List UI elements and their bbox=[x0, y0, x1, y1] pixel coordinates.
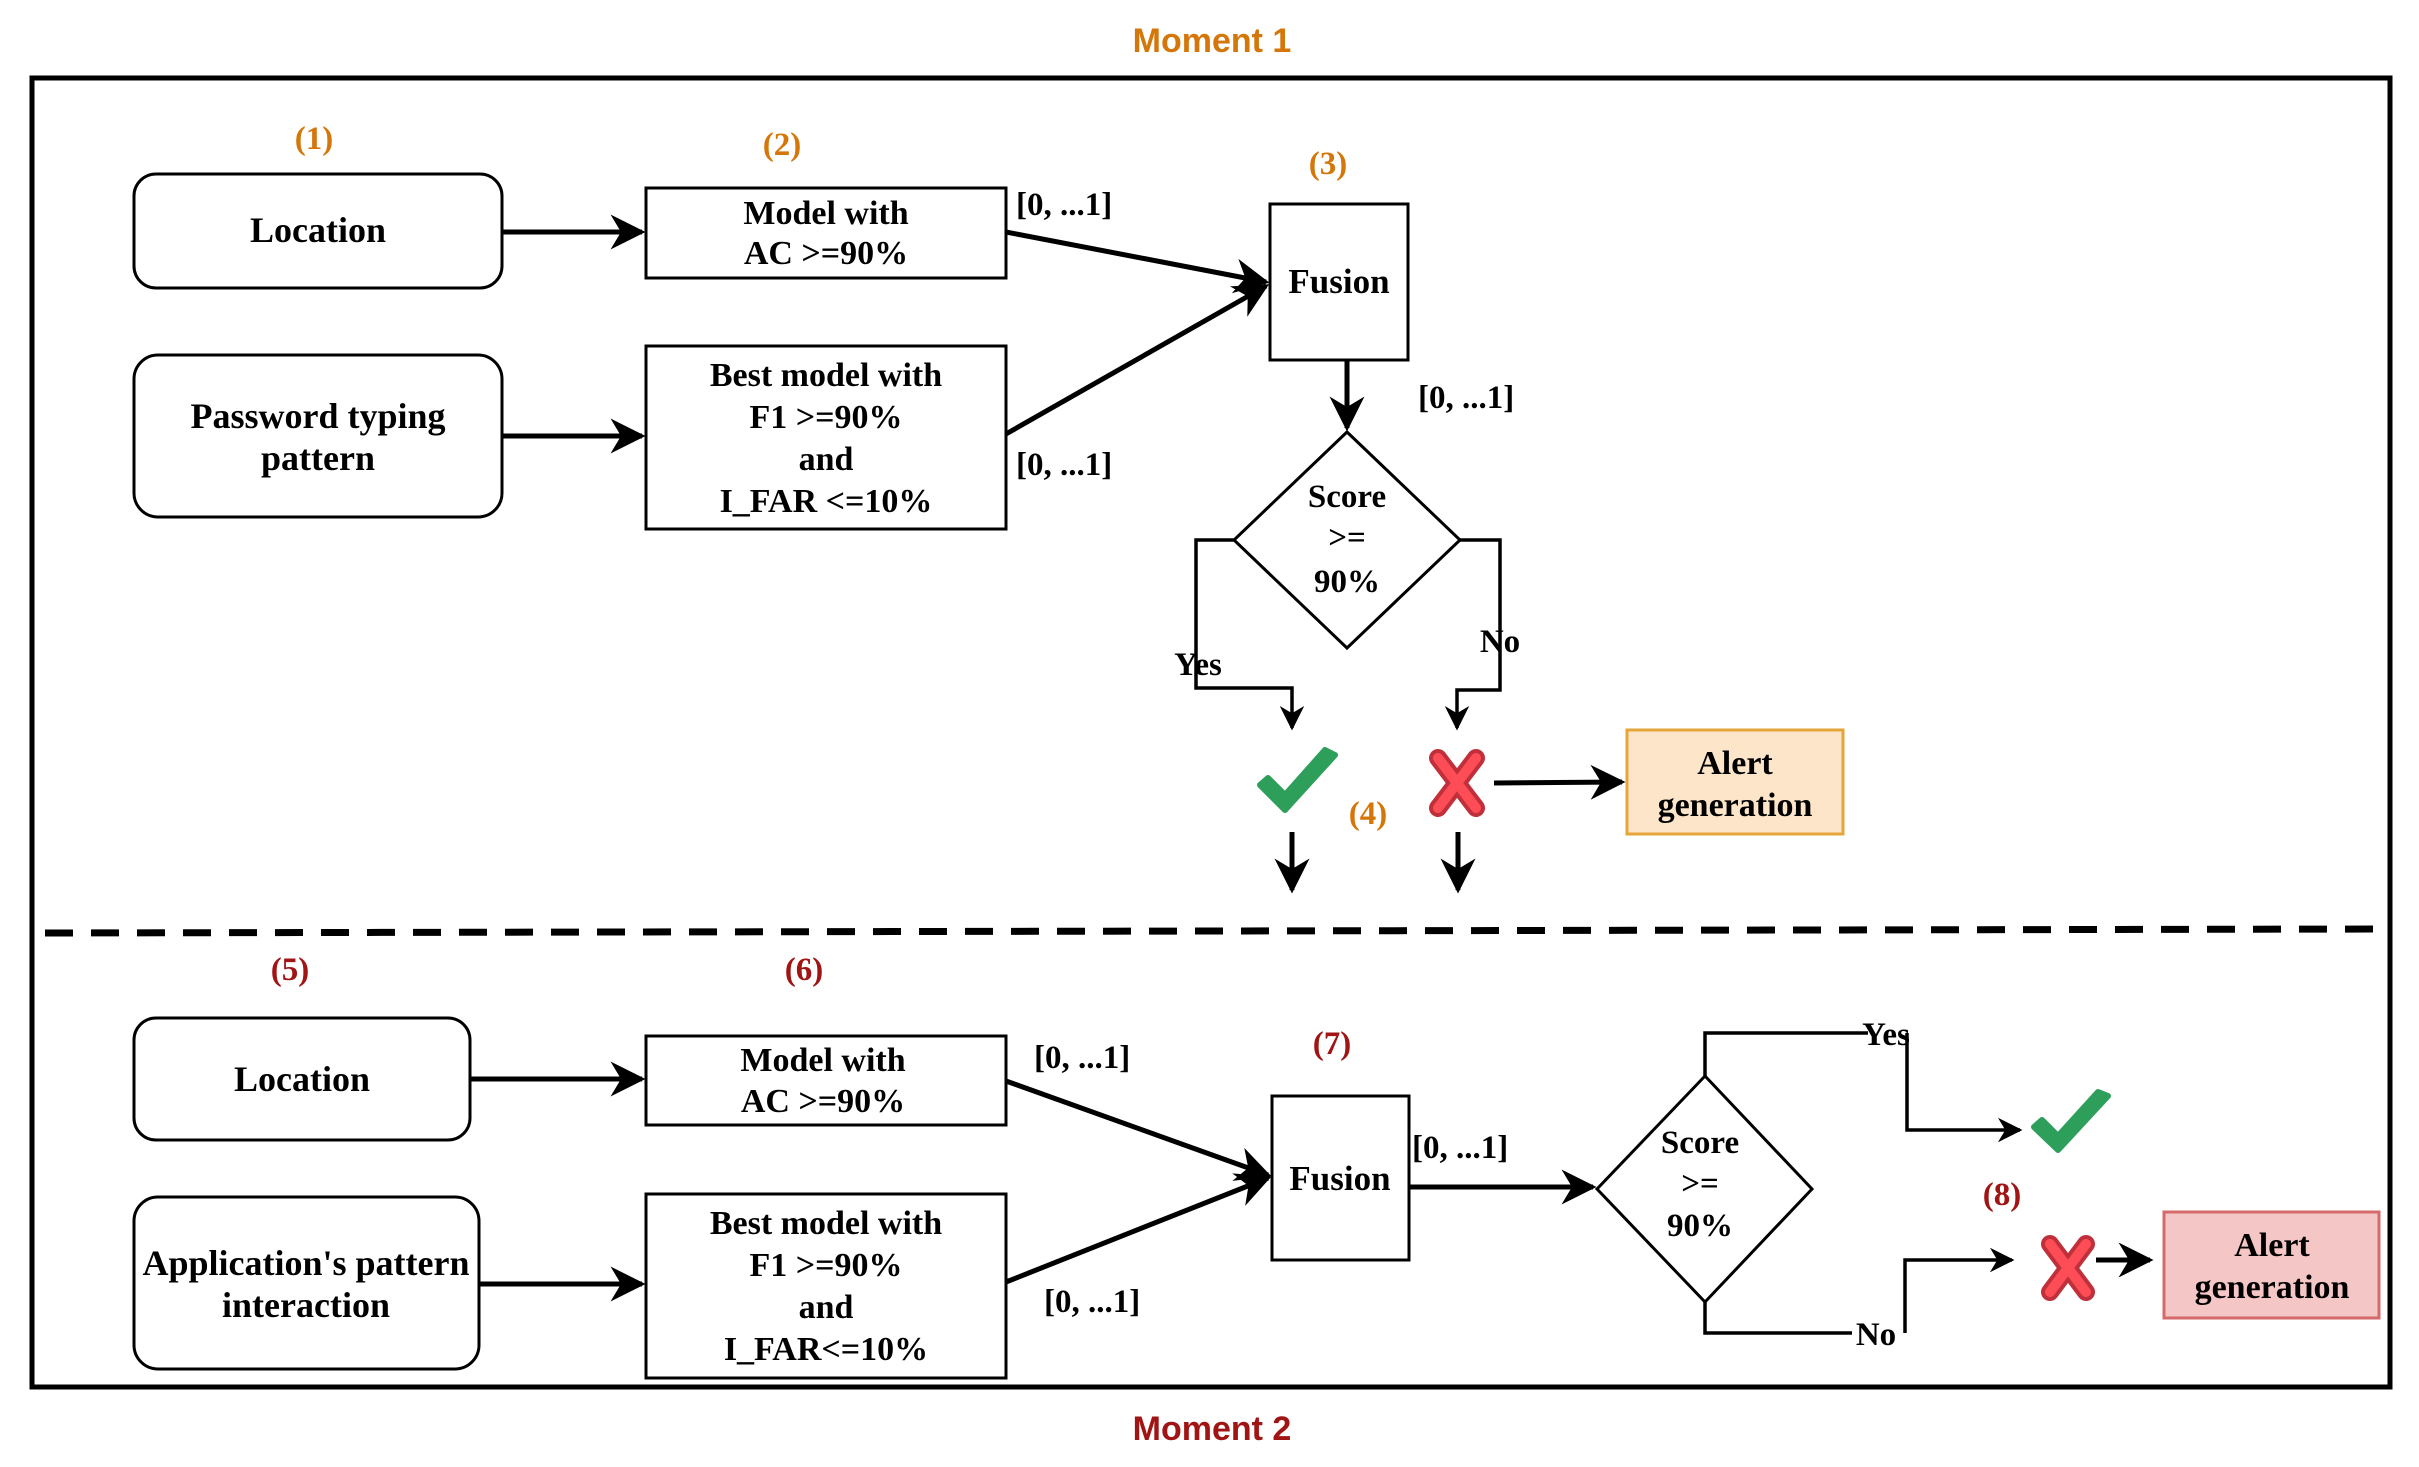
alert-box bbox=[1625, 728, 1845, 836]
step-label-4: (4) bbox=[1349, 796, 1387, 832]
outer-frame bbox=[29, 75, 2393, 1390]
input-application-label-line2: interaction bbox=[222, 1285, 390, 1325]
range-label-model2: [0, ...1] bbox=[1016, 447, 1112, 483]
step-label-3: (3) bbox=[1309, 146, 1347, 182]
fusion-label: Fusion bbox=[1288, 262, 1389, 301]
decision-label-line2: >= bbox=[1328, 520, 1366, 556]
step-label-2: (2) bbox=[763, 127, 801, 163]
model1-label-line2: AC >=90% bbox=[744, 235, 908, 272]
model2-box bbox=[644, 344, 1008, 531]
step-label-1: (1) bbox=[295, 121, 333, 157]
decision-label-2-line2: >= bbox=[1681, 1166, 1719, 1202]
moment1-connectors bbox=[502, 214, 1626, 894]
moment-divider bbox=[44, 925, 2391, 937]
input-location-label-2: Location bbox=[234, 1059, 370, 1099]
yes-label: Yes bbox=[1174, 647, 1222, 683]
range-label-model2-2: [0, ...1] bbox=[1044, 1284, 1140, 1320]
alert-label-line1: Alert bbox=[1697, 745, 1773, 782]
check-icon bbox=[2031, 1089, 2111, 1153]
decision-label-line1: Score bbox=[1308, 479, 1386, 515]
range-label-model1-2: [0, ...1] bbox=[1034, 1040, 1130, 1076]
yes-label-2: Yes bbox=[1862, 1017, 1910, 1053]
moment2-section: (5) (6) (7) (8) Location Application's p… bbox=[132, 952, 2381, 1380]
step-label-8: (8) bbox=[1983, 1177, 2021, 1213]
model1-label-line1: Model with bbox=[743, 195, 908, 232]
decision-label-2-line3: 90% bbox=[1667, 1208, 1733, 1244]
range-label-fusion: [0, ...1] bbox=[1418, 380, 1514, 416]
model1-label-2-line1: Model with bbox=[740, 1042, 905, 1079]
cross-icon bbox=[1429, 749, 1485, 817]
decision-label-line3: 90% bbox=[1314, 564, 1380, 600]
input-password-label-line2: pattern bbox=[261, 438, 375, 478]
range-label-fusion-2: [0, ...1] bbox=[1412, 1130, 1508, 1166]
model2-label-2-line4: I_FAR<=10% bbox=[724, 1331, 928, 1368]
fusion-box-2 bbox=[1270, 1094, 1411, 1262]
model2-label-line1: Best model with bbox=[710, 357, 942, 394]
model2-label-line2: F1 >=90% bbox=[749, 399, 902, 436]
check-icon bbox=[1257, 747, 1338, 813]
fusion-box bbox=[1268, 202, 1410, 362]
input-location-label: Location bbox=[250, 210, 386, 250]
decision-label-2-line1: Score bbox=[1661, 1125, 1739, 1161]
moment2-connectors bbox=[470, 1031, 2154, 1335]
step-label-5: (5) bbox=[271, 952, 309, 988]
alert-label-2-line2: generation bbox=[2195, 1269, 2350, 1306]
model1-label-2-line2: AC >=90% bbox=[741, 1083, 905, 1120]
moment1-title: Moment 1 bbox=[1133, 22, 1292, 60]
model2-label-line4: I_FAR <=10% bbox=[720, 483, 933, 520]
fusion-label-2: Fusion bbox=[1289, 1159, 1390, 1198]
input-application-label-line1: Application's pattern bbox=[142, 1243, 469, 1283]
input-password-box bbox=[132, 353, 504, 519]
alert-box-2 bbox=[2162, 1210, 2381, 1320]
model1-box-2 bbox=[644, 1034, 1008, 1127]
step-label-6: (6) bbox=[785, 952, 823, 988]
model2-box-2 bbox=[644, 1192, 1008, 1380]
no-label-2: No bbox=[1856, 1317, 1896, 1353]
model2-label-2-line3: and bbox=[799, 1289, 854, 1326]
step-label-7: (7) bbox=[1313, 1026, 1351, 1062]
input-password-label-line1: Password typing bbox=[190, 396, 445, 436]
moment1-section: (1) (2) (3) (4) Location Password typing… bbox=[132, 121, 1845, 894]
decision-diamond bbox=[1231, 429, 1463, 651]
moment2-title: Moment 2 bbox=[1133, 1410, 1292, 1448]
model1-box bbox=[644, 186, 1008, 280]
alert-label-2-line1: Alert bbox=[2234, 1227, 2310, 1264]
model2-label-2-line2: F1 >=90% bbox=[749, 1247, 902, 1284]
range-label-model1: [0, ...1] bbox=[1016, 187, 1112, 223]
cross-icon bbox=[2041, 1235, 2095, 1301]
model2-label-2-line1: Best model with bbox=[710, 1205, 942, 1242]
input-application-box bbox=[132, 1195, 481, 1371]
alert-label-line2: generation bbox=[1658, 787, 1813, 824]
model2-label-line3: and bbox=[799, 441, 854, 478]
